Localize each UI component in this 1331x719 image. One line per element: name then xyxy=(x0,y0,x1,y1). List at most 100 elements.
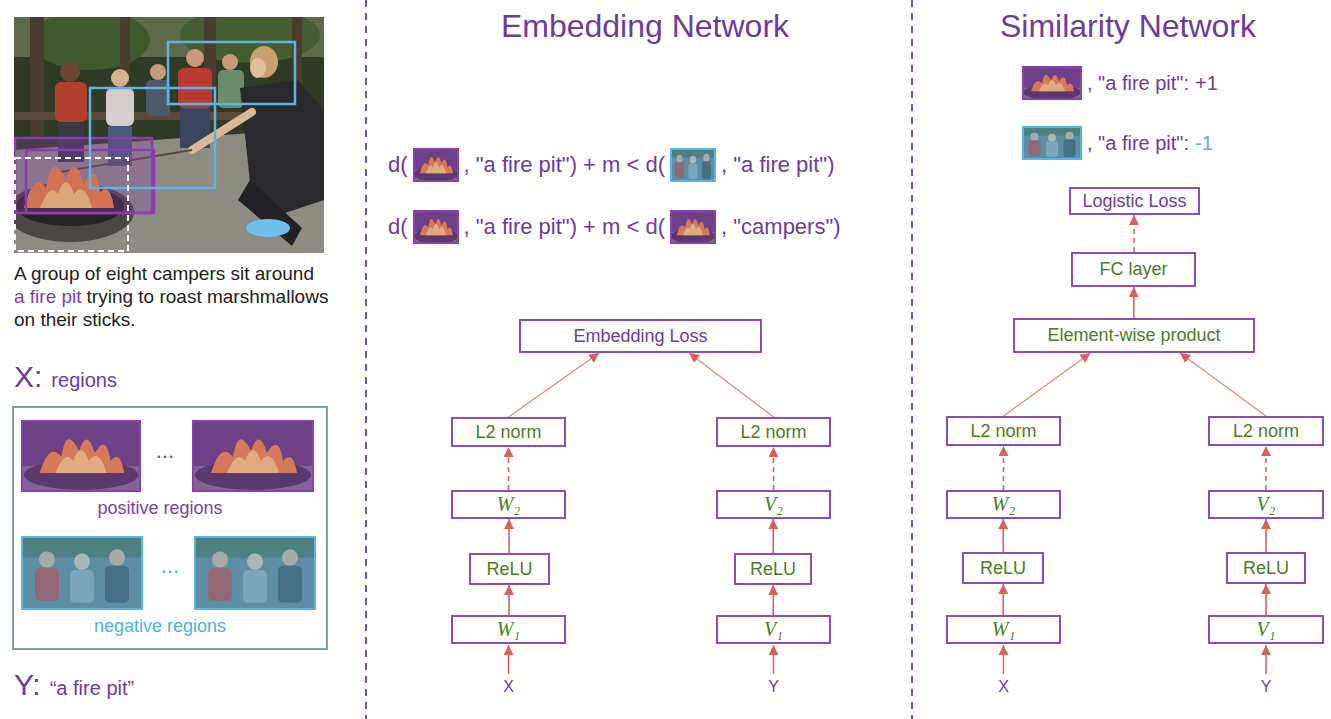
box-label: ... xyxy=(145,553,195,578)
box-label: Embedding Loss xyxy=(573,326,707,347)
y-heading: Y: “a fire pit” xyxy=(14,668,134,702)
campfire-photo-part xyxy=(250,58,266,78)
connector-arrow xyxy=(1004,353,1091,416)
label-text: , "campers") xyxy=(721,214,841,240)
box-label: FC layer xyxy=(1099,259,1167,280)
weight-box: V₂ xyxy=(716,490,831,519)
region-thumbnail-part xyxy=(1023,67,1081,99)
layer-box: FC layer xyxy=(1071,252,1196,287)
label-text: d( xyxy=(388,152,408,178)
campfire-photo-part xyxy=(246,219,290,237)
campfire-photo-part xyxy=(15,158,128,251)
region-thumbnail-part xyxy=(670,210,716,244)
box-label: L2 norm xyxy=(475,422,541,443)
campfire-photo-part xyxy=(192,112,252,150)
region-thumbnail xyxy=(1022,126,1082,160)
label-text: , "a fire pit") + m < d( xyxy=(464,152,665,178)
label-text: regions xyxy=(51,369,117,392)
connector-arrow xyxy=(508,519,510,553)
input-label: Y xyxy=(754,678,794,696)
box-label: Element-wise product xyxy=(1047,325,1220,346)
connector-arrow xyxy=(1133,287,1135,318)
campfire-photo-part xyxy=(150,64,166,80)
weight-box: V₂ xyxy=(1208,490,1324,519)
layer-box: ReLU xyxy=(962,552,1044,584)
label-text: d( xyxy=(388,214,408,240)
weight-box: V₁ xyxy=(1208,615,1324,644)
label-text: , "a fire pit": xyxy=(1087,72,1189,95)
label-text: Embedding Network xyxy=(501,8,789,44)
label-text: Y: xyxy=(14,668,41,702)
region-thumbnails-part xyxy=(193,421,313,491)
label-text: a fire pit xyxy=(14,286,82,307)
input-arrows-part xyxy=(773,645,775,674)
box-label: ReLU xyxy=(750,559,796,580)
layer-box: ReLU xyxy=(734,553,812,585)
connector-layer-part xyxy=(509,215,1267,615)
connector-arrow xyxy=(689,353,773,417)
layer-box: L2 norm xyxy=(1208,416,1324,446)
region-thumbnails-part xyxy=(193,421,313,491)
input-label: X xyxy=(489,678,529,696)
connector-arrow xyxy=(1133,215,1135,252)
label-text: Y xyxy=(1261,678,1272,695)
label-text: , "a fire pit": xyxy=(1087,132,1189,155)
region-thumbnail-part xyxy=(1022,126,1082,160)
panel-title: Embedding Network xyxy=(445,8,845,45)
region-thumbnail-part xyxy=(1023,127,1081,159)
triplet-constraint: d( , "a fire pit") + m < d( , "a fire pi… xyxy=(388,148,834,182)
region-thumbnail-part xyxy=(671,149,715,181)
input-label: X xyxy=(984,678,1024,696)
label-text: , "a fire pit") xyxy=(721,152,834,178)
pair-label: , "a fire pit":-1 xyxy=(1017,126,1213,160)
region-set-box: ...positive regions...negative regions xyxy=(12,406,328,650)
triplet-constraint: d( , "a fire pit") + m < d( , "campers") xyxy=(388,210,841,244)
region-thumbnails-part xyxy=(22,537,142,609)
box-label: W₂ xyxy=(992,493,1016,516)
box-label: V₁ xyxy=(764,618,783,641)
connector-arrow xyxy=(1180,353,1266,416)
input-arrows-part xyxy=(1003,645,1005,674)
label-text: “a fire pit” xyxy=(50,677,134,700)
pair-label: , "a fire pit":+1 xyxy=(1017,66,1218,100)
box-label: ... xyxy=(140,438,190,463)
region-thumbnail-part xyxy=(413,148,459,182)
region-thumbnail-part xyxy=(414,149,458,181)
connector-arrow xyxy=(1002,519,1004,552)
campfire-photo-part xyxy=(250,46,278,78)
campfire-photo-part xyxy=(111,69,129,87)
box-label: V₂ xyxy=(1256,493,1275,516)
layer-box: Element-wise product xyxy=(1013,318,1255,353)
x-heading: X:regions xyxy=(14,360,117,394)
connector-arrow xyxy=(1265,584,1267,615)
connector-arrow xyxy=(772,585,774,615)
campfire-photo-part xyxy=(168,42,295,104)
connector-arrow xyxy=(1003,446,1005,490)
box-label: W₂ xyxy=(497,493,521,516)
region-thumbnail-part xyxy=(670,148,716,182)
connector-arrow xyxy=(772,519,774,553)
label-text: X xyxy=(503,678,514,695)
box-label: ReLU xyxy=(486,559,532,580)
region-thumbnail xyxy=(413,210,459,244)
weight-box: V₁ xyxy=(716,615,831,644)
label-text: Y xyxy=(768,678,779,695)
region-thumbnail xyxy=(413,148,459,182)
campfire-photo-part xyxy=(238,180,302,246)
box-label: W₁ xyxy=(497,618,521,641)
campfire-photo xyxy=(14,17,324,253)
region-thumbnails-part xyxy=(195,537,315,609)
box-label: ReLU xyxy=(1243,558,1289,579)
region-thumbnails-part xyxy=(22,421,140,491)
layer-box: L2 norm xyxy=(946,416,1061,446)
connector-arrow xyxy=(508,585,510,615)
box-label: positive regions xyxy=(14,498,306,519)
connector-arrow xyxy=(1265,446,1267,490)
region-thumbnail xyxy=(1022,66,1082,100)
region-thumbnails-part xyxy=(22,421,140,491)
photo-caption: A group of eight campers sit arounda fir… xyxy=(14,262,344,331)
connector-arrow xyxy=(509,353,600,417)
campfire-photo-part xyxy=(30,17,150,70)
